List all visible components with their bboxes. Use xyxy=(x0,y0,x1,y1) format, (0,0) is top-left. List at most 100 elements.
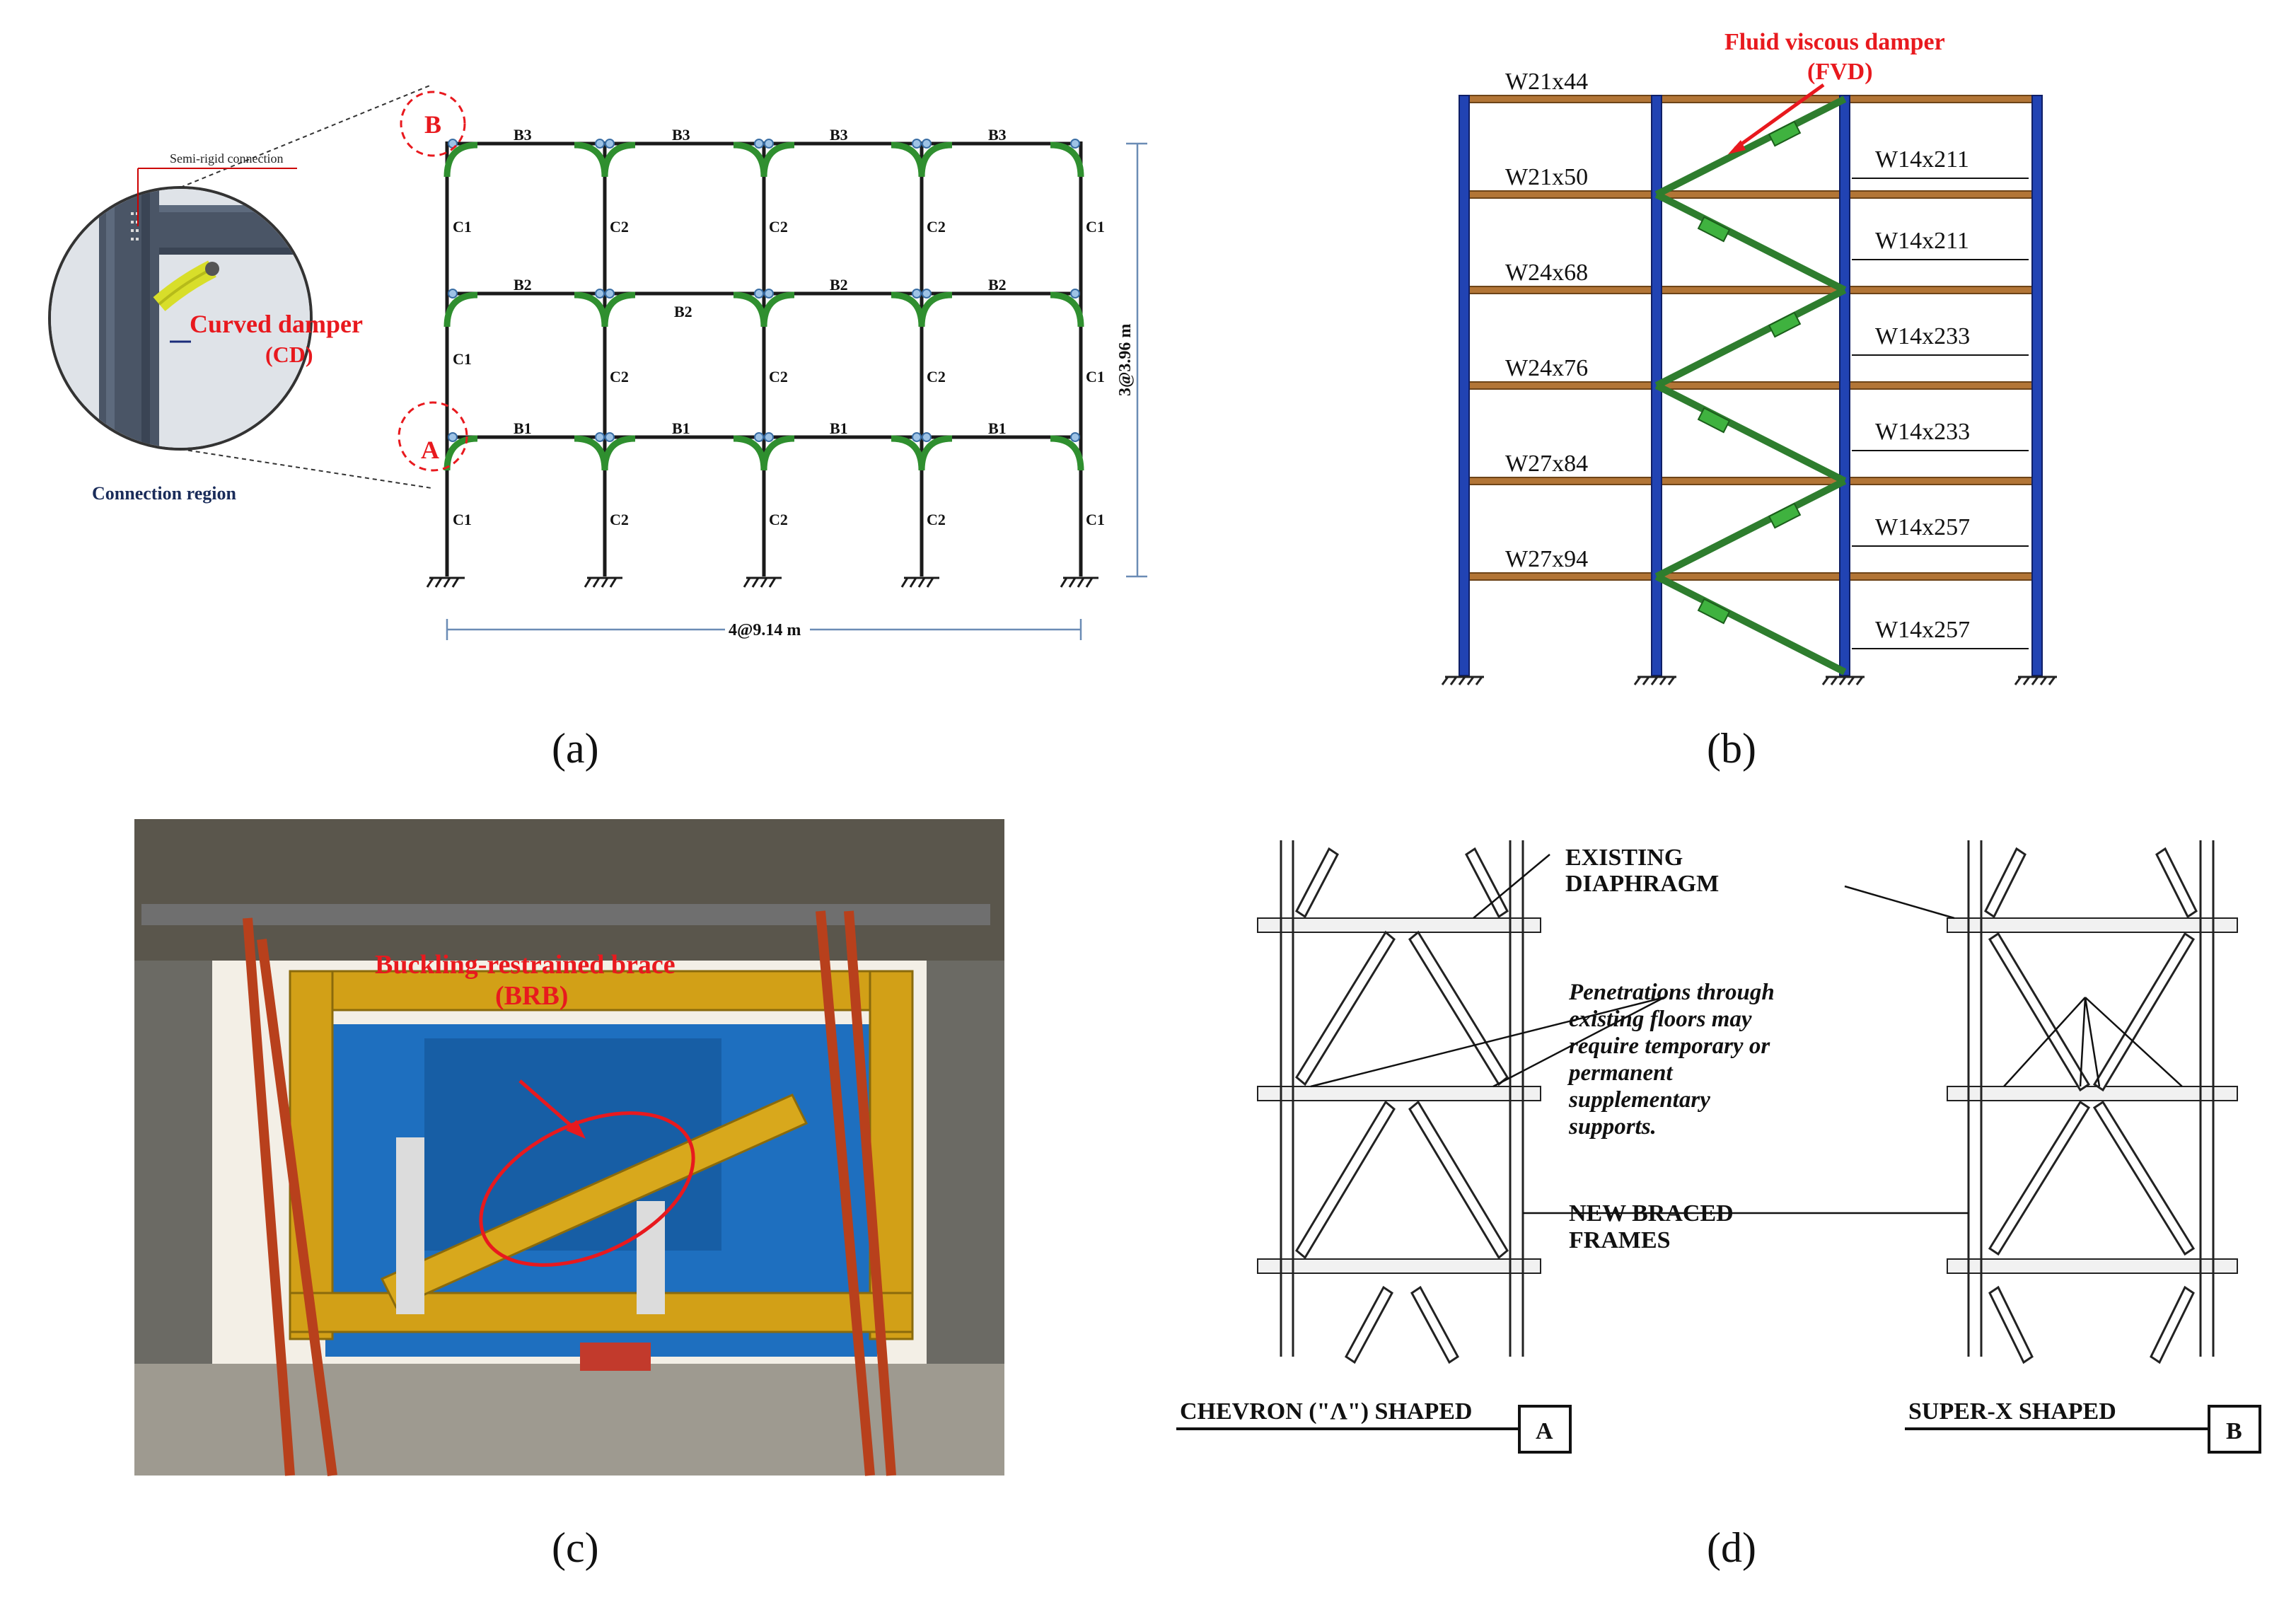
beam-size-label: W21x50 xyxy=(1505,164,1588,190)
super-x-tag: B xyxy=(2226,1418,2242,1444)
beam-size-label: W21x44 xyxy=(1505,69,1588,95)
caption-c: (c) xyxy=(552,1524,599,1571)
column-label: C1 xyxy=(1086,511,1105,528)
beam-label: B1 xyxy=(830,419,848,437)
caption-b: (b) xyxy=(1707,725,1756,772)
column-size-label: W14x211 xyxy=(1875,146,1969,173)
beam-label: B3 xyxy=(988,126,1007,144)
column-label: C2 xyxy=(610,368,629,385)
height-dim-label: 3@3.96 m xyxy=(1116,324,1135,396)
crossbar xyxy=(141,904,990,925)
supports xyxy=(1441,676,2057,685)
floor-slabs-b xyxy=(1947,917,2238,1274)
chevron-title: CHEVRON ("Λ") SHAPED xyxy=(1180,1398,1472,1425)
beam-size-label: W24x68 xyxy=(1505,260,1588,286)
note-line: require temporary or xyxy=(1569,1033,1770,1059)
column-label: C2 xyxy=(927,368,946,385)
concrete-base xyxy=(134,1364,1004,1476)
fvd-label: Fluid viscous damper xyxy=(1724,29,1945,55)
beam-label: B1 xyxy=(514,419,532,437)
new-braced-label: FRAMES xyxy=(1569,1227,1671,1253)
damper-braces xyxy=(1654,95,1847,676)
beam-label: B2 xyxy=(674,303,692,320)
yellow-frame xyxy=(289,970,914,1340)
note-line: existing floors may xyxy=(1569,1007,1752,1032)
joint-markers xyxy=(448,139,1080,442)
beam-label: B2 xyxy=(514,276,532,294)
fvd-pointer-arrow xyxy=(1734,83,1825,151)
super-x-braces xyxy=(1984,847,2198,1364)
panel-a-figure: Semi-rigid connection Curved damper (CD)… xyxy=(48,84,1147,772)
reaction-posts xyxy=(243,910,896,1476)
column-label: C1 xyxy=(453,218,472,236)
diaphragm-label: DIAPHRAGM xyxy=(1565,871,1719,897)
note-line: supplementary xyxy=(1568,1087,1710,1113)
column-label: C1 xyxy=(1086,368,1105,385)
beam-label: B1 xyxy=(672,419,690,437)
beam-label: B3 xyxy=(672,126,690,144)
brb-brace xyxy=(380,1094,808,1309)
beam-label: B2 xyxy=(830,276,848,294)
note-leaders xyxy=(1310,854,2183,1215)
panel-a: Semi-rigid connection Curved damper (CD)… xyxy=(0,0,1148,798)
moment-frame xyxy=(445,141,1083,576)
brb-highlight-ellipse xyxy=(479,1111,695,1267)
column-label: C2 xyxy=(927,218,946,236)
panel-c-photo: Buckling-restrained brace (BRB) (c) xyxy=(134,819,1004,1571)
width-dim-label: 4@9.14 m xyxy=(729,621,801,639)
beam-label: B1 xyxy=(988,419,1007,437)
chevron-tag-box xyxy=(1518,1405,1572,1454)
chevron-braces xyxy=(1295,847,1509,1364)
column-label: C2 xyxy=(769,368,788,385)
column-label: C2 xyxy=(769,511,788,528)
fvd-units xyxy=(1697,120,1802,625)
panel-c: Buckling-restrained brace (BRB) (c) xyxy=(0,798,1148,1596)
beam-size-label: W27x84 xyxy=(1505,451,1588,477)
curved-damper-label: Curved damper xyxy=(190,310,363,338)
fvd-abbrev: (FVD) xyxy=(1807,59,1873,85)
beam-size-label: W24x76 xyxy=(1505,355,1588,381)
beam-label: B3 xyxy=(514,126,532,144)
column-label: C2 xyxy=(769,218,788,236)
panel-b-figure: W21x44 W21x50 W24x68 W24x76 W27x84 W27x9… xyxy=(1441,29,2057,772)
marker-b-circle xyxy=(400,91,466,157)
semi-rigid-label: Semi-rigid connection xyxy=(170,151,283,166)
column-size-label: W14x257 xyxy=(1875,617,1970,643)
zoom-leader-bottom xyxy=(180,448,432,489)
beam-label: B2 xyxy=(988,276,1007,294)
curved-dampers xyxy=(443,141,1084,471)
column-label: C2 xyxy=(610,511,629,528)
brb-label: Buckling-restrained brace xyxy=(375,950,676,980)
column-label: C2 xyxy=(927,511,946,528)
beam-label: B3 xyxy=(830,126,848,144)
connection-detail xyxy=(48,186,313,451)
new-braced-label: NEW BRACED xyxy=(1569,1200,1734,1227)
fixed-supports xyxy=(426,576,1098,588)
super-x-tag-box xyxy=(2208,1405,2261,1454)
column-label: C1 xyxy=(1086,218,1105,236)
brb-abbrev: (BRB) xyxy=(495,981,568,1011)
panel-d-drawing: EXISTING DIAPHRAGM Penetrations through … xyxy=(1176,840,2261,1571)
note-line: supports. xyxy=(1568,1114,1657,1140)
brb-pointer-arrow xyxy=(518,1079,578,1132)
column-size-label: W14x233 xyxy=(1875,419,1970,445)
caption-d: (d) xyxy=(1707,1524,1756,1571)
column-size-arrows xyxy=(1852,178,2029,649)
diaphragm-label: EXISTING xyxy=(1565,845,1683,871)
marker-a-circle xyxy=(398,401,468,472)
panel-b: W21x44 W21x50 W24x68 W24x76 W27x84 W27x9… xyxy=(1148,0,2296,798)
beam-size-label: W27x94 xyxy=(1505,546,1588,572)
column-size-label: W14x257 xyxy=(1875,514,1970,540)
columns-a xyxy=(1280,840,1524,1357)
column-size-label: W14x211 xyxy=(1875,228,1969,254)
height-dimension xyxy=(1126,142,1147,578)
column-label: C1 xyxy=(453,511,472,528)
column-label: C1 xyxy=(453,350,472,368)
panel-d: EXISTING DIAPHRAGM Penetrations through … xyxy=(1148,798,2296,1596)
curved-damper-abbrev: (CD) xyxy=(265,342,313,367)
marker-a-label: A xyxy=(421,436,439,464)
chevron-tag: A xyxy=(1536,1418,1553,1444)
caption-a: (a) xyxy=(552,725,599,772)
floor-slabs-a xyxy=(1257,917,1541,1274)
columns-b xyxy=(1967,840,2215,1357)
